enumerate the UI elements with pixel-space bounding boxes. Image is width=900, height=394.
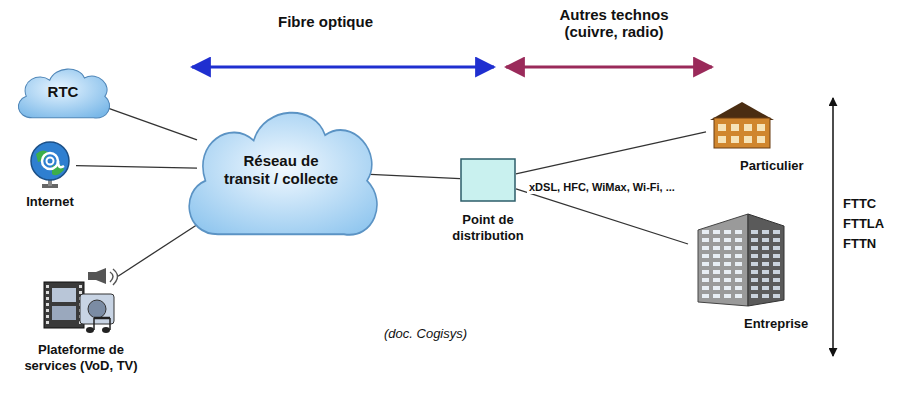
icon-node: Particulier: [706, 98, 778, 150]
fttx-label: FTTLA: [843, 216, 884, 231]
node-label: RTC: [12, 62, 114, 122]
source-note: (doc. Cogisys): [384, 326, 467, 341]
house-shape: [706, 98, 778, 150]
link-line: [76, 166, 197, 169]
globe-shape: [24, 140, 76, 190]
network-cloud: Réseau de transit / collecte: [176, 95, 386, 245]
media-shape: [42, 268, 118, 334]
tech-label: Fibre optique: [278, 13, 373, 30]
node-label: Particulier: [740, 158, 830, 174]
tech-label: xDSL, HFC, WiMax, Wi-Fi, ...: [527, 180, 677, 194]
fttx-label: FTTN: [843, 236, 876, 251]
other-tech-arrow: [506, 66, 712, 69]
fibre-arrow: [192, 66, 494, 69]
distribution-box: Point de distribution: [460, 158, 516, 202]
node-label: Point de distribution: [438, 212, 538, 243]
icon-node: Entreprise: [688, 210, 788, 310]
node-label: Internet: [10, 194, 90, 210]
link-line: [516, 132, 706, 174]
node-label: Réseau de transit / collecte: [176, 95, 386, 245]
node-label: Entreprise: [744, 316, 834, 332]
fttx-label: FTTC: [843, 196, 876, 211]
scope-arrow: [832, 98, 834, 356]
link-line: [118, 225, 197, 276]
icon-node: Plateforme de services (VoD, TV): [42, 268, 118, 334]
office-shape: [688, 210, 788, 310]
icon-node: Internet: [24, 140, 76, 190]
tech-label: Autres technos (cuivre, radio): [546, 6, 682, 40]
link-line: [104, 107, 197, 140]
node-label: Plateforme de services (VoD, TV): [20, 342, 142, 373]
link-line: [516, 189, 688, 244]
network-cloud: RTC: [12, 62, 114, 122]
link-line: [365, 174, 460, 179]
square-shape: [460, 158, 516, 202]
